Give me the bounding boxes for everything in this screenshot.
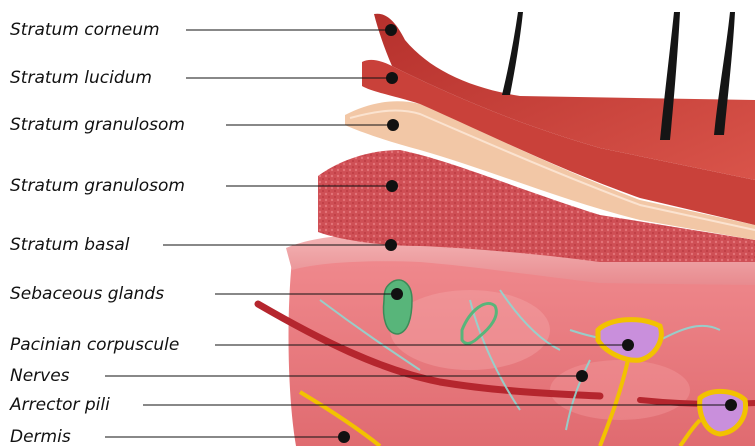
dot-pacinian-corpuscule [622,339,634,351]
dot-stratum-lucidum [386,72,398,84]
dot-sebaceous-glands [391,288,403,300]
label-stratum-corneum: Stratum corneum [10,20,160,40]
label-dermis: Dermis [10,427,71,447]
label-nerves: Nerves [10,366,70,386]
dot-stratum-corneum [385,24,397,36]
dot-stratum-granulosom-2 [386,180,398,192]
dot-stratum-granulosom-1 [387,119,399,131]
dot-arrector-pili [725,399,737,411]
pacinian-corpuscle-2 [700,391,746,434]
dot-dermis [338,431,350,443]
label-stratum-basal: Stratum basal [10,235,129,255]
label-arrector-pili: Arrector pili [10,395,110,415]
label-stratum-lucidum: Stratum lucidum [10,68,152,88]
dot-nerves [576,370,588,382]
label-stratum-granulosom-1: Stratum granulosom [10,115,185,135]
label-sebaceous-glands: Sebaceous glands [10,284,164,304]
label-pacinian-corpuscule: Pacinian corpuscule [10,335,179,355]
dot-stratum-basal [385,239,397,251]
hair-1 [502,12,523,95]
label-stratum-granulosom-2: Stratum granulosom [10,176,185,196]
